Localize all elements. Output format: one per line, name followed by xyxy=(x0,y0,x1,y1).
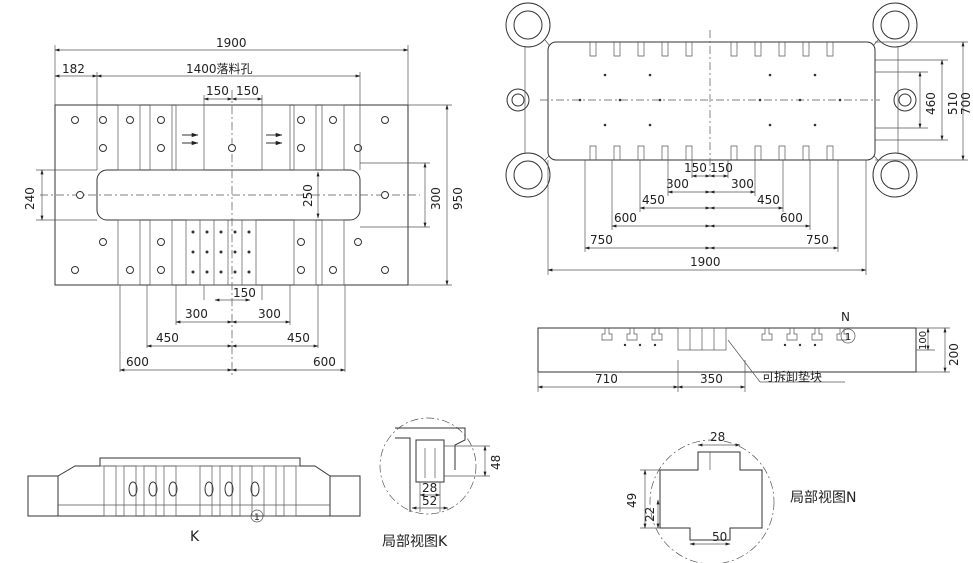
section-note: 可拆卸垫块 xyxy=(762,369,822,384)
plan-holes xyxy=(71,116,389,274)
dim-frame-600b: 600 xyxy=(780,211,803,225)
dim-plan-250: 250 xyxy=(301,184,315,207)
elevation-callout-number: 1 xyxy=(254,513,260,523)
detail-n-boundary xyxy=(649,439,775,563)
plan-ribs-top xyxy=(117,104,345,171)
dim-plan-b450b: 450 xyxy=(287,331,310,345)
dim-n-22: 22 xyxy=(643,507,657,522)
dim-plan-b600a: 600 xyxy=(126,355,149,369)
dim-plan-182: 182 xyxy=(62,62,85,76)
dim-plan-240: 240 xyxy=(23,187,37,210)
elevation-body xyxy=(57,457,331,517)
detail-n: 28 49 22 50 局部视图N xyxy=(625,430,856,563)
elevation-left-end xyxy=(27,475,59,517)
plan-dims-bottom: 150 300 300 450 450 600 600 xyxy=(119,285,346,372)
dim-plan-300: 300 xyxy=(429,187,443,210)
plan-dims-top: 1900 182 1400落料孔 150 150 xyxy=(54,36,409,170)
dim-frame-300a: 300 xyxy=(666,177,689,191)
dim-plan-b600b: 600 xyxy=(313,355,336,369)
plan-view: 1900 182 1400落料孔 150 150 240 250 xyxy=(23,36,465,375)
elevation-ovals xyxy=(128,481,260,497)
elevation-label: K xyxy=(190,529,200,545)
dim-k-28: 28 xyxy=(422,481,437,495)
frame-body xyxy=(547,41,876,161)
detail-k-boundary xyxy=(379,417,477,515)
frame-slots-bottom xyxy=(589,145,834,160)
section-callout-circle xyxy=(840,328,856,344)
dim-section-350: 350 xyxy=(700,372,723,386)
plan-clamp-marks xyxy=(182,132,283,146)
frame-view: 460 510 700 150 150 300 300 xyxy=(505,2,973,275)
dim-frame-600a: 600 xyxy=(614,211,637,225)
detail-k: 48 28 52 局部视图K xyxy=(379,417,503,550)
section-tslots xyxy=(601,328,848,341)
dim-section-100: 100 xyxy=(918,331,929,350)
frame-dims-bottom: 150 150 300 300 450 450 600 600 750 xyxy=(547,160,867,275)
elevation-ribs xyxy=(103,465,297,517)
elevation-callout-circle xyxy=(250,509,264,523)
dim-frame-750a: 750 xyxy=(590,233,613,247)
detail-k-title: 局部视图K xyxy=(382,534,448,550)
section-leader xyxy=(727,339,761,383)
dim-frame-450b: 450 xyxy=(757,193,780,207)
detail-n-profile xyxy=(659,451,763,541)
section-callout-letter: N xyxy=(841,310,850,324)
dim-frame-150b: 150 xyxy=(710,161,733,175)
dim-frame-150a: 150 xyxy=(684,161,707,175)
section-dots xyxy=(623,343,817,347)
section-callout-number: 1 xyxy=(845,332,851,343)
dim-plan-1400: 1400落料孔 xyxy=(186,62,253,76)
dim-n-50: 50 xyxy=(712,530,727,544)
dim-plan-b150: 150 xyxy=(233,286,256,300)
plan-ribs-bottom xyxy=(117,219,345,286)
dim-plan-950: 950 xyxy=(451,187,465,210)
dim-plan-150a: 150 xyxy=(206,84,229,98)
dim-plan-150b: 150 xyxy=(236,84,259,98)
elevation-right-end xyxy=(329,475,361,517)
dim-n-28: 28 xyxy=(710,430,725,444)
dim-frame-300b: 300 xyxy=(731,177,754,191)
dim-plan-1900: 1900 xyxy=(216,36,247,50)
plan-dims-left: 240 xyxy=(23,169,97,221)
plan-dims-right: 250 300 950 xyxy=(301,104,465,286)
dim-frame-750b: 750 xyxy=(806,233,829,247)
dim-plan-b300b: 300 xyxy=(258,307,281,321)
section-outline xyxy=(537,327,917,373)
dim-plan-b450a: 450 xyxy=(156,331,179,345)
elevation-view: 1 K xyxy=(27,457,361,545)
dim-n-49: 49 xyxy=(625,493,639,508)
frame-slots-top xyxy=(589,42,834,57)
detail-k-slot xyxy=(415,439,445,483)
frame-corner-rings xyxy=(505,2,918,198)
frame-dims-right: 460 510 700 xyxy=(875,41,973,161)
detail-n-title: 局部视图N xyxy=(790,490,856,506)
dim-section-200: 200 xyxy=(947,343,961,366)
dim-frame-460: 460 xyxy=(924,92,938,115)
dim-frame-1900: 1900 xyxy=(690,255,721,269)
dim-frame-700: 700 xyxy=(959,92,973,115)
dim-k-48: 48 xyxy=(489,455,503,470)
dim-section-710: 710 xyxy=(595,372,618,386)
dim-frame-510: 510 xyxy=(946,92,960,115)
frame-dots xyxy=(578,73,842,127)
dim-plan-b300a: 300 xyxy=(185,307,208,321)
dim-k-52: 52 xyxy=(422,494,437,508)
section-view: 1 N 710 350 可拆卸垫块 100 200 xyxy=(537,310,961,392)
dim-frame-450a: 450 xyxy=(642,193,665,207)
